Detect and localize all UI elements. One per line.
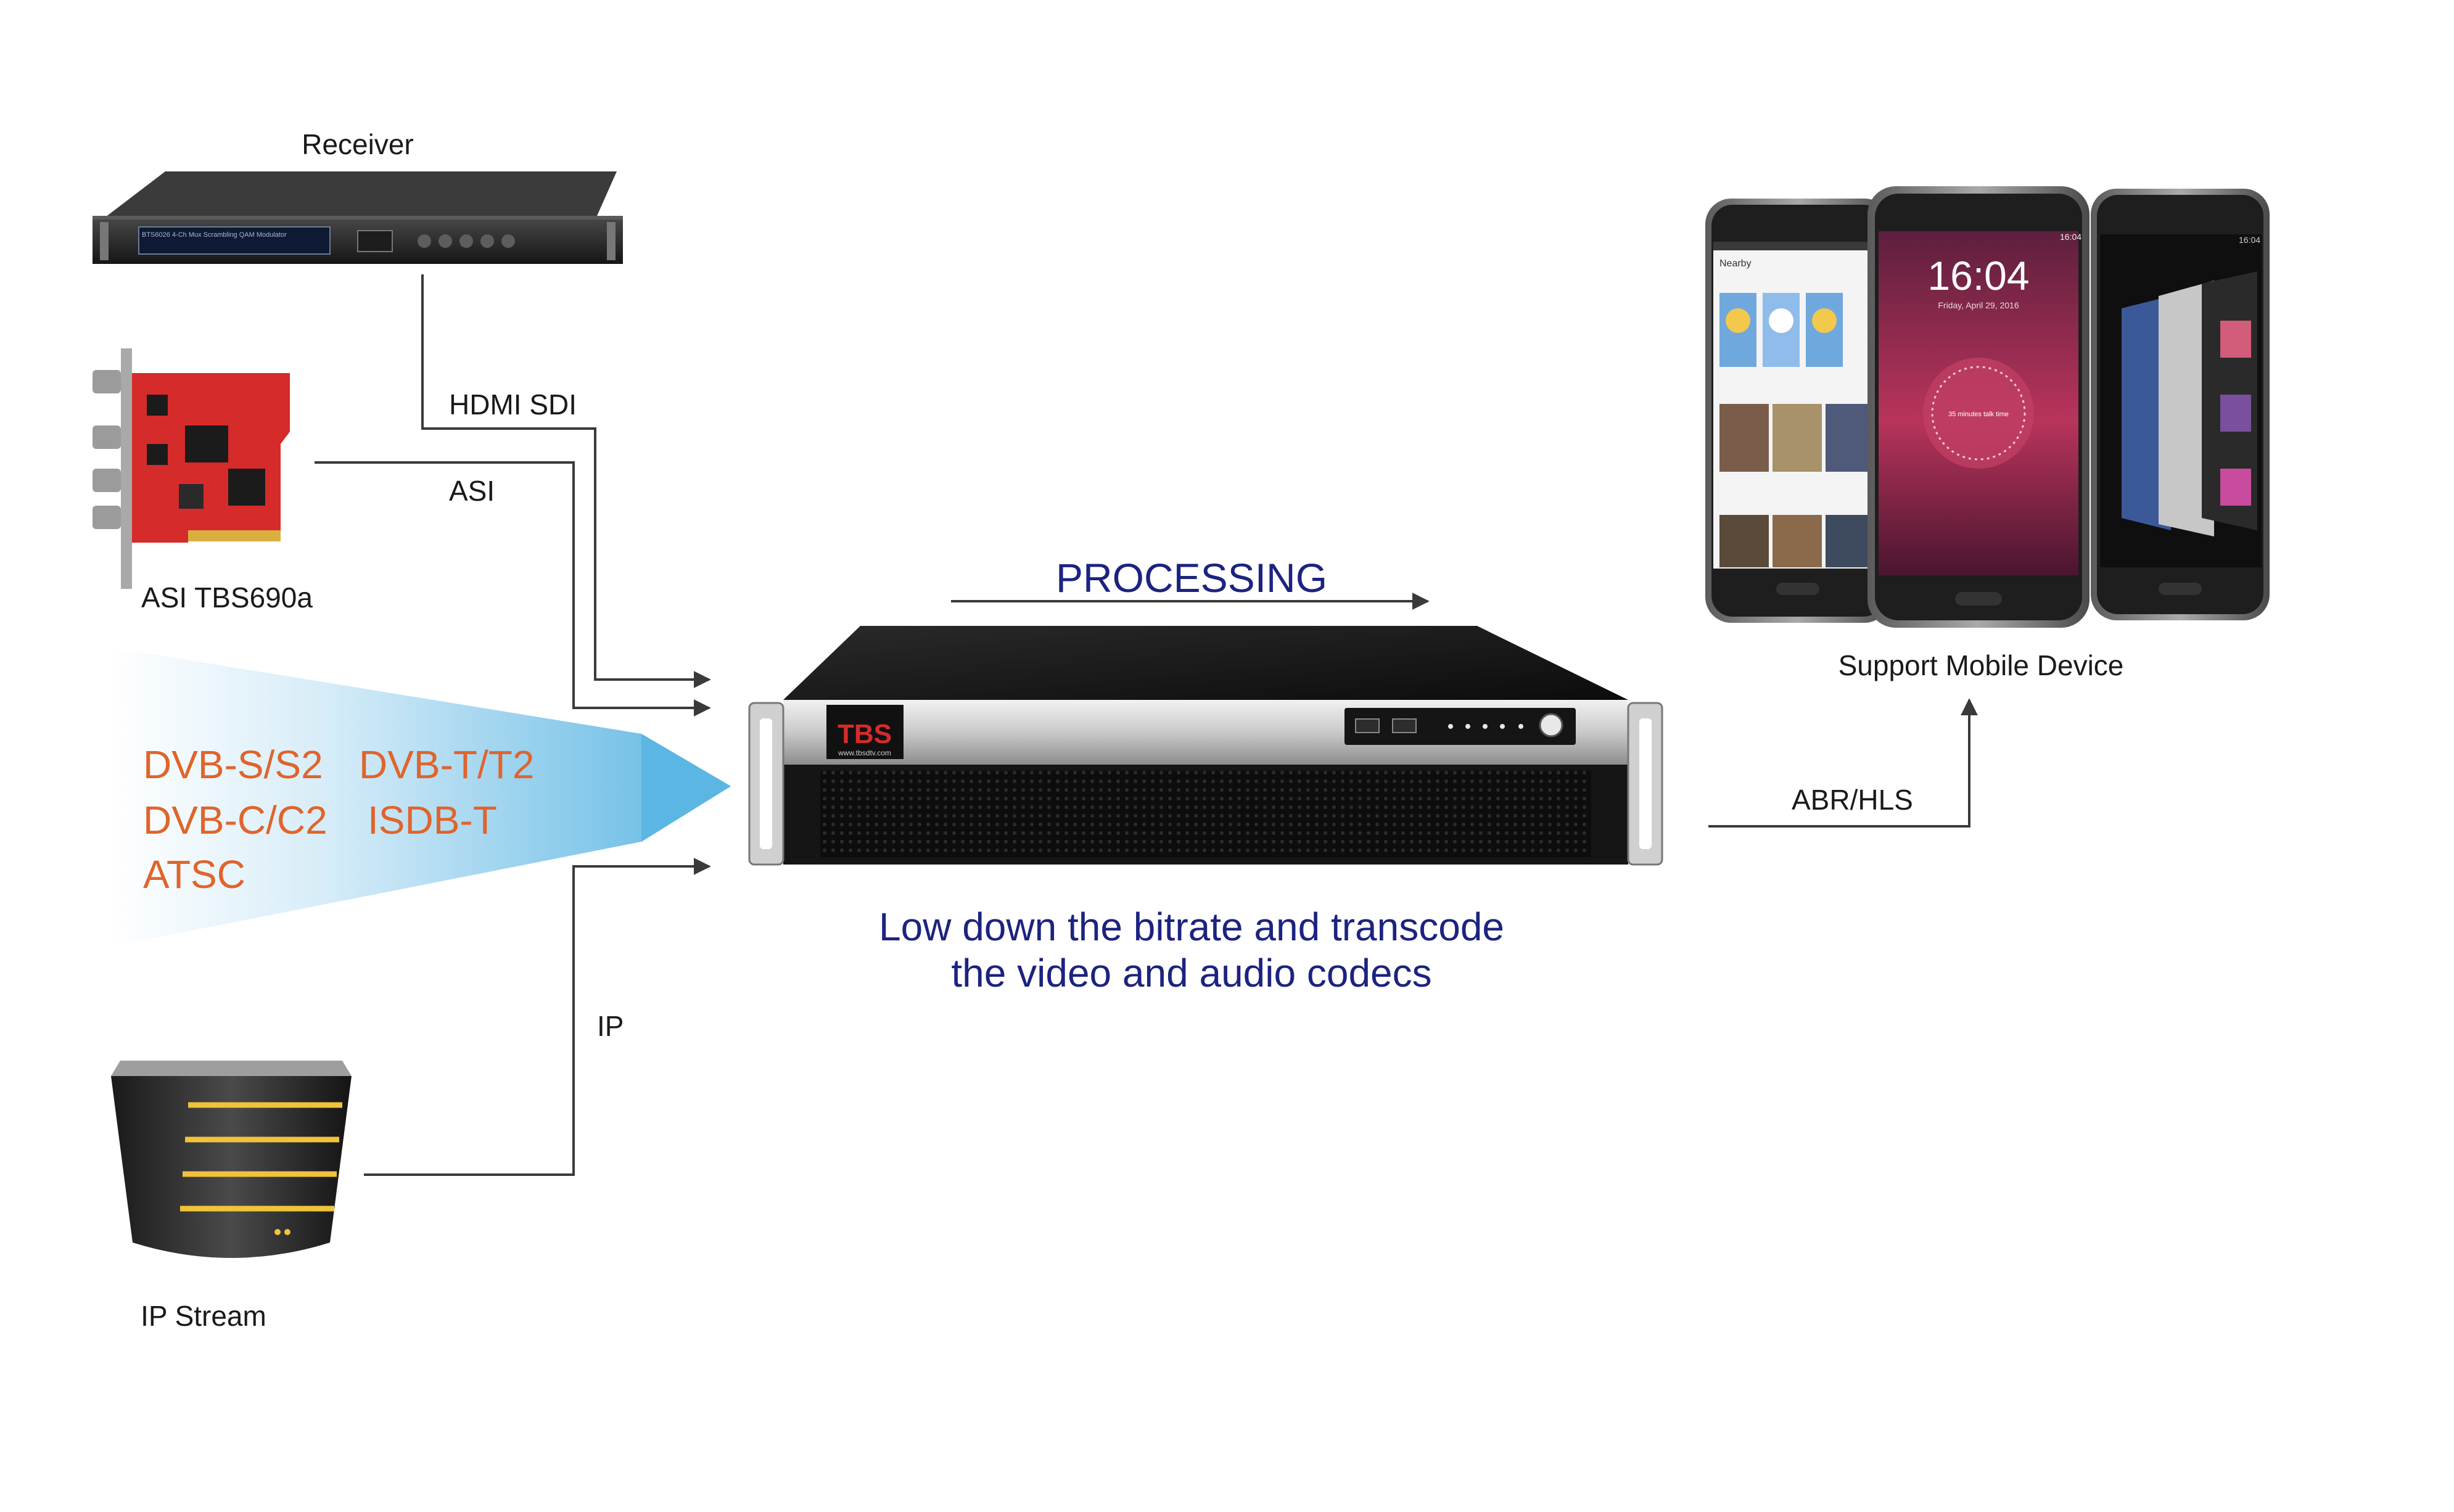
status-led-icon xyxy=(1483,724,1488,729)
usb-port-icon xyxy=(1355,718,1380,733)
asi-label: ASI xyxy=(449,475,495,507)
phone-center-status-time: 16:04 xyxy=(2060,232,2081,242)
receiver-device: Receiver BTS6026 4-Ch Mux Scrambling QAM… xyxy=(93,128,623,264)
rack-ear xyxy=(607,222,616,260)
receiver-top xyxy=(93,171,617,227)
card-bracket xyxy=(121,348,132,589)
standard-isdb-t: ISDB-T xyxy=(368,798,497,842)
hdmi-sdi-label: HDMI SDI xyxy=(449,388,577,421)
server-control-panel xyxy=(1344,708,1576,745)
standard-dvb-t: DVB-T/T2 xyxy=(359,742,534,787)
status-led-icon xyxy=(1500,724,1505,729)
bnc-connector-icon xyxy=(93,469,121,492)
home-button-icon xyxy=(1776,583,1819,595)
asi-card-label: ASI TBS690a xyxy=(141,581,313,614)
standard-atsc: ATSC xyxy=(143,852,245,897)
receiver-button-icon xyxy=(418,234,431,248)
bnc-connector-icon xyxy=(93,506,121,529)
weather-icon xyxy=(1726,308,1750,333)
asi-card: ASI TBS690a xyxy=(93,348,313,614)
abr-hls-label: ABR/HLS xyxy=(1792,784,1913,816)
asi-line xyxy=(315,461,711,717)
ip-label: IP xyxy=(597,1010,624,1042)
bnc-connector-icon xyxy=(93,425,121,449)
standard-dvb-s: DVB-S/S2 xyxy=(143,742,323,787)
standard-dvb-c: DVB-C/C2 xyxy=(143,798,327,842)
talk-time-ring xyxy=(1931,366,2026,461)
receiver-button-icon xyxy=(501,234,515,248)
phone-center-ring-text: 35 minutes talk time xyxy=(1948,411,2009,418)
phone-center-time: 16:04 xyxy=(1927,253,2029,298)
phone-left-header: Nearby xyxy=(1719,258,1752,269)
rack-ear xyxy=(100,222,109,260)
receiver-label: Receiver xyxy=(302,128,414,160)
mobile-devices: Nearby 16:04 xyxy=(1705,186,2270,681)
hdmi-sdi-line xyxy=(421,274,711,688)
server-top xyxy=(783,626,1628,700)
ip-line xyxy=(364,858,711,1176)
weather-icon xyxy=(1812,308,1837,333)
transcoder-server: TBS www.tbsdtv.com xyxy=(748,626,1663,866)
status-led-icon xyxy=(1448,724,1453,729)
processing-description-line1: Low down the bitrate and transcode xyxy=(879,905,1504,949)
pcie-contacts xyxy=(188,530,281,541)
power-button-icon xyxy=(1539,713,1563,738)
receiver-button-icon xyxy=(459,234,473,248)
server-vent-mesh xyxy=(820,771,1591,857)
mobile-device-label: Support Mobile Device xyxy=(1838,649,2124,681)
phone-center-date: Friday, April 29, 2016 xyxy=(1938,300,2019,310)
weather-icon xyxy=(1769,308,1793,333)
home-button-icon xyxy=(1955,592,2002,606)
ip-stream-label: IP Stream xyxy=(141,1300,266,1332)
processing-title: PROCESSING xyxy=(1056,555,1327,601)
status-led-icon xyxy=(1465,724,1470,729)
connection-lines: HDMI SDI ASI IP ABR/HLS xyxy=(315,274,1978,1176)
phone-left: Nearby xyxy=(1705,199,1890,623)
tower-body xyxy=(111,1076,352,1258)
signal-arrow xyxy=(111,647,731,947)
home-button-icon xyxy=(2159,583,2202,595)
usb-port-icon xyxy=(1392,718,1417,733)
receiver-button-icon xyxy=(480,234,494,248)
processing-description-line2: the video and audio codecs xyxy=(951,951,1431,995)
server-logo-url: www.tbsdtv.com xyxy=(838,749,891,757)
status-led-icon xyxy=(1518,724,1523,729)
phone-right-status-time: 16:04 xyxy=(2239,235,2260,245)
receiver-panel-text: BTS6026 4-Ch Mux Scrambling QAM Modulato… xyxy=(142,231,287,239)
bnc-connector-icon xyxy=(93,370,121,393)
receiver-display xyxy=(138,226,331,255)
receiver-button-icon xyxy=(439,234,452,248)
phone-right: 16:04 xyxy=(2091,189,2270,620)
abr-hls-line xyxy=(1708,698,1978,828)
server-logo: TBS xyxy=(838,719,892,749)
broadcast-input-wedge: DVB-S/S2 DVB-T/T2 DVB-C/C2 ISDB-T ATSC xyxy=(111,647,731,947)
phone-center: 16:04 16:04 Friday, April 29, 2016 35 mi… xyxy=(1867,186,2090,628)
ip-stream-server: IP Stream xyxy=(111,1061,352,1332)
